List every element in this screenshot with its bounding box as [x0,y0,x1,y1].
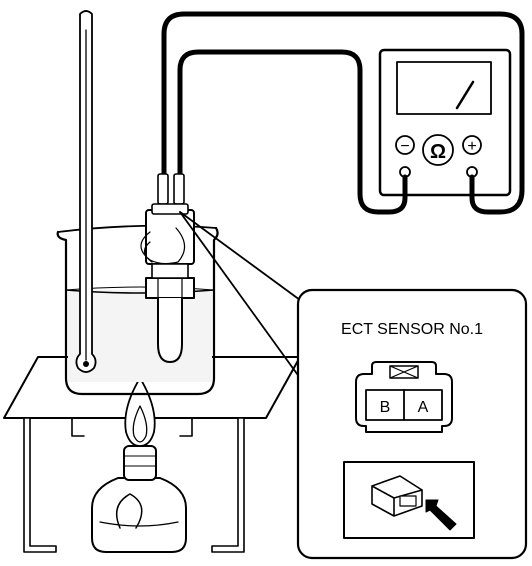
plus-terminal-icon [462,135,482,155]
lamp-wick [115,493,143,529]
connector-3d-face-icon [399,495,417,507]
thermometer-bulb [83,361,89,367]
minus-symbol: − [400,138,409,155]
ohmmeter: − Ω + [378,48,512,197]
plus-probe [173,173,185,205]
stand-leg-back-right [179,417,193,437]
ohmmeter-needle [455,80,475,110]
thermometer [75,10,97,373]
beaker-rim [57,224,217,233]
stand-leg-left [23,417,57,553]
flame-inner-icon [132,405,148,443]
lamp-neck-ribs [123,455,157,467]
connector-view-key [343,461,475,539]
lamp-body [91,477,187,553]
callout-leader [179,211,301,379]
ohm-symbol: Ω [430,141,446,163]
callout-title: ECT SENSOR No.1 [341,321,483,338]
view-direction-arrow-icon [425,499,457,531]
plus-lead-wire [161,11,525,215]
ohmmeter-display [396,61,492,115]
pin-b-label: B [380,399,391,416]
leader-line-upper [179,211,301,301]
ect-sensor [140,203,195,363]
minus-terminal-icon [395,135,415,155]
test-leads [157,11,525,215]
stand-leg-back-left [71,417,85,437]
pin-a-label: A [418,399,429,416]
connector-face: B A [355,361,453,433]
lamp-liquid-line [99,521,179,527]
lamp-neck [123,445,157,481]
callout-box: ECT SENSOR No.1 B A [296,288,528,560]
leader-line-lower [179,211,301,379]
minus-lead-wire [177,49,408,215]
beaker-outline [56,226,219,396]
stand-leg-right [211,417,245,553]
plus-symbol: + [467,138,476,155]
sensor-hex-nut [145,277,195,299]
sensor-thread [151,263,189,279]
sensor-connector-top [151,203,189,215]
minus-probe [157,173,169,205]
ohm-icon [422,134,454,166]
sensor-probe-tip [157,297,183,363]
connector-latch-cross [389,365,419,379]
